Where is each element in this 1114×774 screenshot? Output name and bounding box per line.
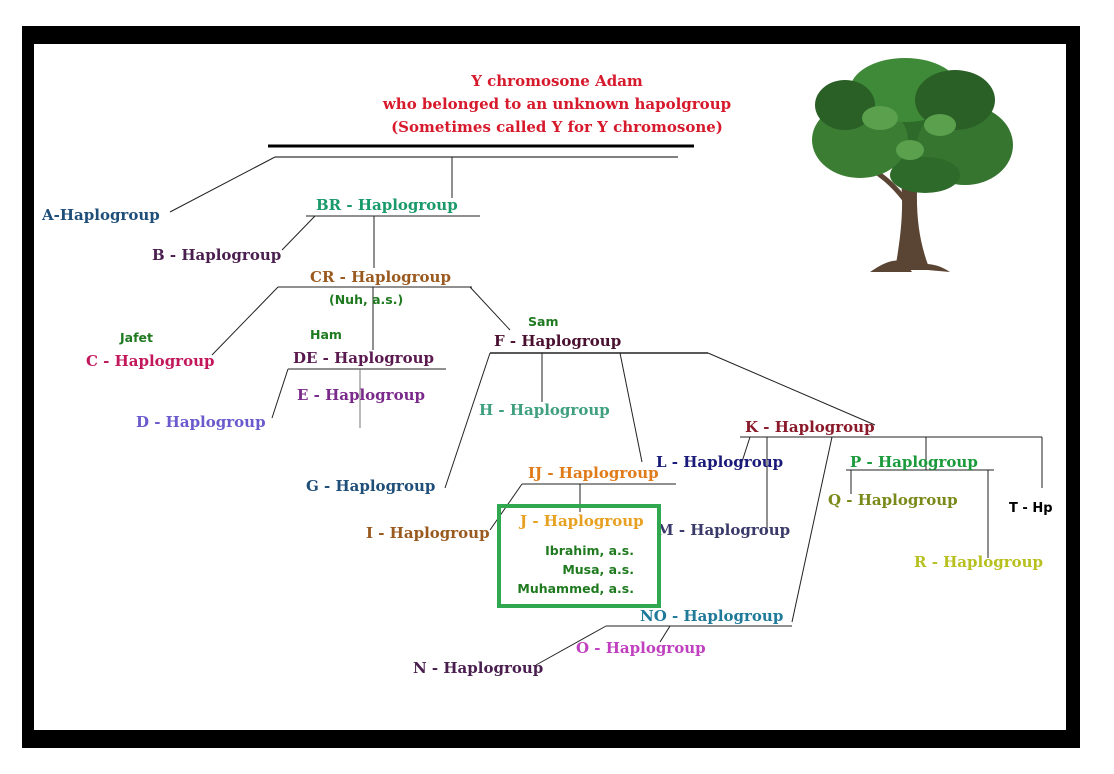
title-line-2: who belonged to an unknown hapolgroup — [382, 95, 732, 113]
node-k-haplogroup: K - Haplogroup — [745, 418, 875, 436]
node-g-haplogroup: G - Haplogroup — [306, 477, 436, 495]
node-cr-haplogroup: CR - Haplogroup — [310, 268, 451, 286]
edge-root-a — [169, 156, 276, 213]
edge-k-l — [739, 436, 751, 469]
edge-f-k — [707, 352, 876, 426]
edge-de-d — [271, 368, 289, 419]
edge-f-g — [444, 352, 491, 489]
edge-cr-f — [469, 286, 511, 331]
node-c-haplogroup: C - Haplogroup — [86, 352, 215, 370]
node-t-haplogroup: T - Hp — [1009, 501, 1053, 516]
node-r-haplogroup: R - Haplogroup — [914, 553, 1044, 571]
node-no-haplogroup: NO - Haplogroup — [640, 607, 784, 625]
node-d-haplogroup: D - Haplogroup — [136, 413, 266, 431]
annotation-sam: Sam — [528, 314, 559, 329]
edge-cr-c — [211, 286, 279, 356]
node-e-haplogroup: E - Haplogroup — [297, 386, 425, 404]
annotation-nuh: (Nuh, a.s.) — [329, 292, 404, 307]
node-h-haplogroup: H - Haplogroup — [479, 401, 610, 419]
title-line-1: Y chromosone Adam — [471, 72, 643, 90]
diagram-title: Y chromosone Adam who belonged to an unk… — [0, 70, 1114, 139]
annotation-musa: Musa, a.s. — [562, 562, 634, 577]
title-line-3: (Sometimes called Y for Y chromosone) — [391, 118, 723, 136]
node-o-haplogroup: O - Haplogroup — [576, 639, 706, 657]
node-i-haplogroup: I - Haplogroup — [366, 524, 490, 542]
node-ij-haplogroup: IJ - Haplogroup — [528, 464, 659, 482]
node-a-haplogroup: A-Haplogroup — [42, 206, 160, 224]
annotation-ibrahim: Ibrahim, a.s. — [545, 543, 634, 558]
annotation-ham: Ham — [310, 327, 342, 342]
node-de-haplogroup: DE - Haplogroup — [293, 349, 434, 367]
edge-k-no — [791, 436, 833, 623]
j-haplogroup-highlight-box — [497, 504, 661, 608]
node-n-haplogroup: N - Haplogroup — [413, 659, 544, 677]
annotation-muhammed: Muhammed, a.s. — [517, 581, 634, 596]
node-m-haplogroup: M - Haplogroup — [657, 521, 791, 539]
annotation-jafet: Jafet — [120, 330, 153, 345]
node-b-haplogroup: B - Haplogroup — [152, 246, 282, 264]
edge-no-n — [535, 625, 607, 666]
node-f-haplogroup: F - Haplogroup — [494, 332, 622, 350]
edge-no-o — [659, 625, 671, 643]
tree-illustration — [812, 58, 1013, 272]
node-j-haplogroup: J - Haplogroup — [520, 512, 644, 530]
node-br-haplogroup: BR - Haplogroup — [316, 196, 458, 214]
node-l-haplogroup: L - Haplogroup — [656, 453, 784, 471]
edge-f-ij — [619, 352, 643, 463]
edge-br-b — [281, 215, 316, 251]
node-p-haplogroup: P - Haplogroup — [850, 453, 978, 471]
node-q-haplogroup: Q - Haplogroup — [828, 491, 958, 509]
